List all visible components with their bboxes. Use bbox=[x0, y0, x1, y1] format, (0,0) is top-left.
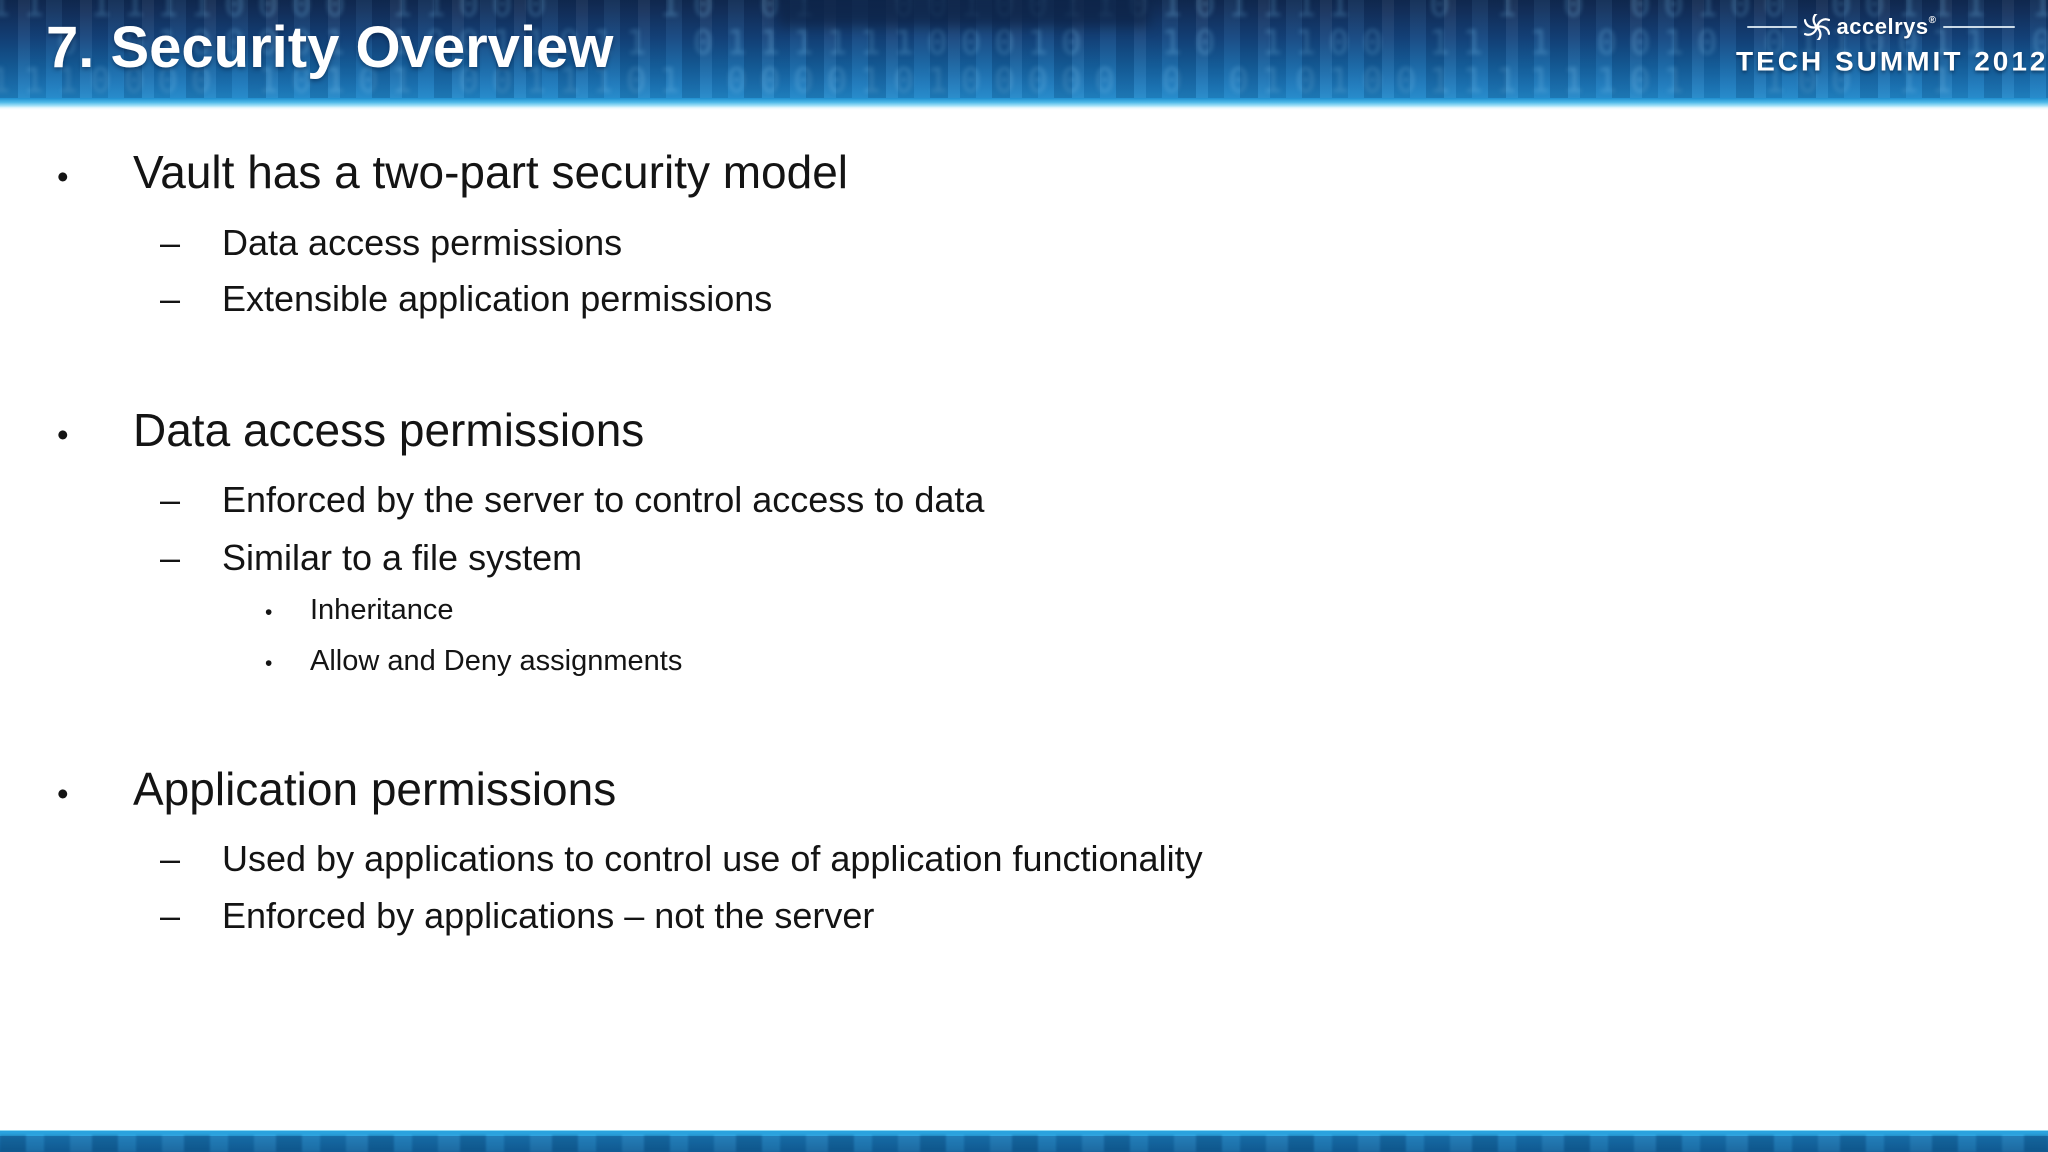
bullet-line: • Allow and Deny assignments bbox=[0, 637, 2048, 688]
bullet-line: –Enforced by applications – not the serv… bbox=[0, 888, 2048, 944]
bullet-text: Extensible application permissions bbox=[222, 278, 773, 319]
bullet-line: • Vault has a two-part security model bbox=[0, 142, 2048, 207]
bullet-text: Allow and Deny assignments bbox=[310, 645, 683, 677]
bullet-text: Application permissions bbox=[133, 763, 617, 815]
binary-texture-header: 11 11110000 11000 10 01 00100110101111 0… bbox=[0, 0, 2048, 98]
bullet-line: –Data access permissions bbox=[0, 215, 2048, 271]
bullet-line: –Enforced by the server to control acces… bbox=[0, 472, 2048, 528]
bullet-text: Enforced by applications – not the serve… bbox=[222, 895, 875, 936]
bullet-marker: • bbox=[57, 775, 69, 812]
bullet-text: Inheritance bbox=[310, 594, 454, 626]
bullet-marker: – bbox=[160, 278, 181, 319]
bullet-text: Enforced by the server to control access… bbox=[222, 479, 985, 520]
bullet-line: –Similar to a file system bbox=[0, 530, 2048, 586]
bullet-text: Vault has a two-part security model bbox=[133, 146, 849, 198]
bullet-marker: – bbox=[160, 479, 181, 520]
trademark-mark: ® bbox=[1928, 15, 1937, 26]
bullet-marker: • bbox=[57, 158, 69, 195]
bullet-line: –Extensible application permissions bbox=[0, 271, 2048, 327]
logo-rule-left bbox=[1746, 26, 1797, 28]
event-name: TECH SUMMIT 2012 bbox=[1736, 46, 2048, 77]
logo-rule-right bbox=[1943, 26, 2016, 28]
bullet-marker: – bbox=[160, 222, 181, 263]
bullet-text: Used by applications to control use of a… bbox=[222, 838, 1203, 879]
slide-body: •Vault has a two-part security model –Da… bbox=[0, 110, 2048, 1130]
header-separator bbox=[0, 98, 2048, 110]
bullet-marker: • bbox=[57, 416, 69, 453]
brand-row: accelrys® bbox=[1736, 10, 2026, 44]
header-dark-patch bbox=[778, 0, 1150, 26]
bullet-marker: • bbox=[265, 652, 273, 675]
bullet-line: • Data access permissions bbox=[0, 400, 2048, 465]
footer-streak-overlay bbox=[0, 1135, 2048, 1152]
bullet-marker: • bbox=[265, 601, 273, 624]
bullet-text: Data access permissions bbox=[222, 222, 623, 263]
bullet-line: –Used by applications to control use of … bbox=[0, 831, 2048, 887]
bullet-text: Data access permissions bbox=[133, 404, 645, 456]
slide-header: 11 11110000 11000 10 01 00100110101111 0… bbox=[0, 0, 2048, 98]
brand-text: accelrys bbox=[1836, 14, 1929, 39]
event-logo: accelrys® TECH SUMMIT 2012 bbox=[1736, 10, 2048, 78]
bullet-marker: – bbox=[160, 895, 181, 936]
slide-title: 7. Security Overview bbox=[46, 15, 614, 80]
bullet-line: • Inheritance bbox=[0, 586, 2048, 637]
bullet-marker: – bbox=[160, 838, 181, 879]
bullet-text: Similar to a file system bbox=[222, 537, 583, 578]
bullet-line: • Application permissions bbox=[0, 759, 2048, 824]
bullet-marker: – bbox=[160, 537, 181, 578]
accelrys-swirl-icon bbox=[1803, 12, 1830, 42]
brand-name: accelrys® bbox=[1837, 14, 1937, 40]
slide-footer bbox=[0, 1130, 2048, 1152]
